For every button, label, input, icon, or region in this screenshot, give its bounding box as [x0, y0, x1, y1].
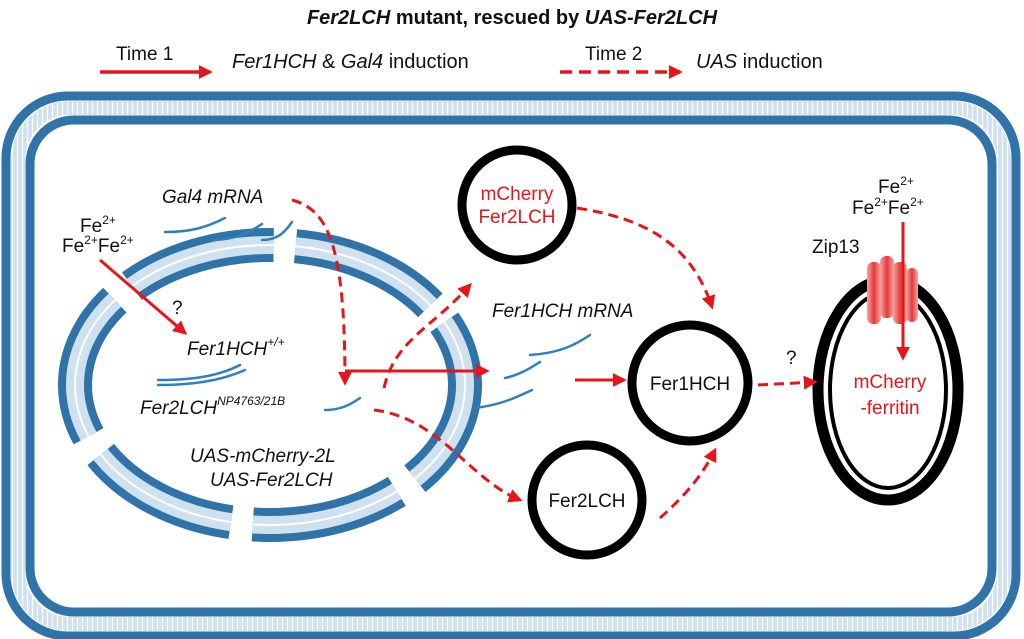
fer2lch-gene-strand [323, 396, 362, 412]
zip13-transporter [867, 256, 918, 324]
gal4-mrna-strand-2 [210, 222, 264, 242]
time2-description: UAS induction [696, 51, 823, 73]
time1-label: Time 1 [116, 44, 173, 65]
vesicle-mcherry-ferritin: mCherry -ferritin [812, 274, 964, 506]
vesicle-label-line1: mCherry [854, 372, 927, 393]
cytoplasm-mrna-1 [528, 333, 592, 357]
fe-right-bottom: Fe2+Fe2+ [852, 195, 924, 219]
uas-mcherry-label: UAS-mCherry-2L [190, 446, 336, 467]
fe-left-top: Fe2+ [80, 213, 116, 237]
time1-induction: induction [383, 51, 469, 73]
gal4-mrna-label: Gal4 mRNA [162, 187, 263, 208]
arrow-gal4-to-nucleus [291, 198, 352, 386]
circle-mcherry-fer2lch-line1: mCherry [481, 184, 554, 205]
circle-fer1hch-label: Fer1HCH [650, 374, 730, 395]
legend-time2: Time 2 UAS induction [560, 44, 823, 79]
title-middle: mutant, rescued by [390, 7, 585, 29]
fer1hch-gene-strand-2 [156, 368, 247, 387]
time2-uas: UAS [696, 51, 738, 73]
circle-fer2lch: Fer2LCH [527, 440, 647, 560]
fe-ions-right: Fe2+ Fe2+Fe2+ [852, 174, 924, 219]
circle-mcherry-fer2lch: mCherry Fer2LCH [457, 145, 577, 265]
question-mark-transfer: ? [786, 348, 797, 369]
time1-gal4: Gal4 [341, 51, 383, 73]
legend-time1: Time 1 Fer1HCH & Gal4 induction [100, 44, 469, 79]
time1-amp: & [316, 51, 340, 73]
gene-fer1hch: Fer1HCH+/+ [187, 335, 285, 360]
time1-fer1hch: Fer1HCH [232, 51, 317, 73]
fe-right-top: Fe2+ [878, 174, 914, 198]
gene-fer2lch: Fer2LCHNP4763/21B [140, 394, 285, 419]
fer1hch-gene-strand [156, 363, 242, 382]
arrow-fer1hch-to-vesicle [757, 375, 818, 390]
fer1hch-mrna-label: Fer1HCH mRNA [492, 301, 633, 322]
cell-membrane [1, 91, 1021, 639]
arrow-fer2lch-to-fer1hch [658, 447, 717, 520]
gal4-mrna-strand-3 [260, 220, 294, 242]
title-construct: UAS-Fer2LCH [585, 7, 718, 29]
cytoplasm-mrna-2 [503, 360, 542, 380]
fe-left-bottom: Fe2+Fe2+ [62, 233, 134, 257]
cytoplasm-mrna-3 [473, 388, 534, 410]
arrow-mcherry-to-fer1hch [576, 206, 716, 310]
zip13-label: Zip13 [812, 237, 860, 258]
mrna-strands [156, 216, 592, 412]
diagram-title: Fer2LCH mutant, rescued by UAS-Fer2LCH [307, 7, 718, 29]
uas-fer2lch-label: UAS-Fer2LCH [210, 470, 333, 491]
nucleus-membrane [58, 228, 482, 542]
circle-fer2lch-label: Fer2LCH [548, 491, 625, 512]
circle-mcherry-fer2lch-line2: Fer2LCH [478, 207, 555, 228]
question-mark-import: ? [172, 298, 183, 319]
circle-fer1hch: Fer1HCH [627, 320, 753, 446]
arrow-fe-to-fer1hch-gene [99, 258, 188, 335]
vesicle-label-line2: -ferritin [860, 398, 919, 419]
time1-description: Fer1HCH & Gal4 induction [232, 51, 469, 73]
title-gene: Fer2LCH [307, 7, 391, 29]
time2-label: Time 2 [585, 44, 642, 65]
dashed-arrows [291, 198, 818, 520]
fe-ions-left: Fe2+ Fe2+Fe2+ [62, 213, 134, 257]
arrow-uas-to-fer2lch [373, 408, 523, 503]
gal4-mrna-strand-1 [163, 216, 227, 234]
arrow-nucleus-to-mcherry [382, 282, 472, 389]
time2-induction: induction [737, 51, 823, 73]
solid-arrows [99, 222, 910, 387]
